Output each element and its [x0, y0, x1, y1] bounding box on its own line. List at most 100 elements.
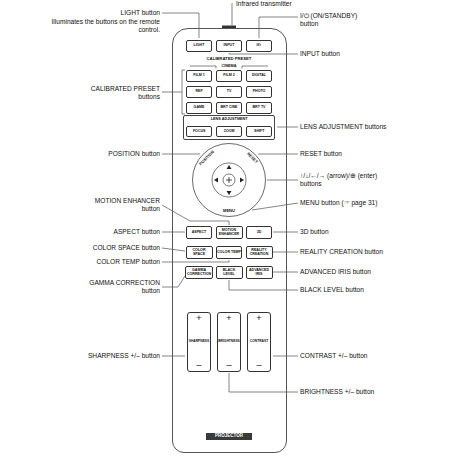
rocker-button: + BRIGHTNESS –: [217, 312, 242, 372]
button-label: –: [196, 361, 201, 370]
remote-button: SHIFT: [246, 126, 272, 137]
leader-line: [162, 154, 200, 155]
callout-label: LIGHT button: [10, 9, 160, 17]
button-label: REALITY CREATION: [247, 249, 272, 257]
button-label: GAMMA CORRECTION: [186, 269, 211, 277]
callout-label: COLOR SPACE button: [10, 244, 160, 252]
remote-button: ASPECT: [186, 226, 212, 239]
leader-line: [267, 180, 298, 181]
button-label: BRT TV: [253, 106, 266, 110]
callout-label: COLOR TEMP button: [10, 258, 160, 266]
button-label: TV: [227, 90, 232, 94]
lens-button-frame: LENS ADJUSTMENT FOCUS ZOOM SHIFT: [183, 115, 275, 140]
remote-button: DIGITAL: [246, 70, 272, 82]
remote-button: INPUT: [216, 40, 242, 52]
callout-label: MOTION ENHANCER button: [80, 197, 160, 213]
button-label: BRIGHTNESS: [218, 340, 240, 344]
printed-label: CALIBRATED PRESET: [184, 57, 274, 62]
button-label: SHARPNESS: [189, 340, 210, 344]
button-label: GAME: [194, 106, 205, 110]
button-label: FOCUS: [193, 130, 206, 134]
callout-label: 3D button: [300, 228, 420, 236]
remote-button: FILM 1: [186, 70, 212, 82]
remote-button: I/⏻: [246, 40, 272, 52]
leader-line: [162, 13, 199, 38]
button-label: +: [256, 314, 261, 323]
arrow-symbol: [214, 178, 218, 183]
enter-button: [223, 174, 235, 186]
callout-label: MENU button (☞ page 31): [300, 199, 420, 207]
callout-label: I/⏻ (ON/STANDBY) button: [300, 12, 372, 28]
remote-button: TV: [216, 86, 242, 98]
remote-body: CALIBRATED PRESET CINEMA PROJECTOR LIGHT INP…: [172, 28, 287, 453]
callout-label: BLACK LEVEL button: [300, 286, 420, 294]
callout-label: CONTRAST +/– button: [300, 352, 420, 360]
leader-line: [273, 252, 298, 253]
printed-label: MENU: [214, 209, 244, 213]
leader-line: [252, 203, 298, 210]
remote-button: ADVANCED IRIS: [246, 266, 273, 279]
callout-label: LENS ADJUSTMENT buttons: [300, 123, 420, 131]
button-label: –: [256, 361, 261, 370]
leader-line: [162, 356, 185, 357]
button-label: BRT CINE: [221, 106, 238, 110]
button-label: +: [196, 314, 201, 323]
button-label: SHIFT: [254, 130, 264, 134]
button-label: ADVANCED IRIS: [247, 269, 272, 277]
button-label: FILM 2: [223, 74, 234, 78]
callout-label: RESET button: [300, 150, 420, 158]
navigation-ring: POSITIONRESETMENU: [192, 143, 266, 217]
button-label: PHOTO: [253, 90, 266, 94]
ring-outline: [192, 143, 266, 217]
arrow-symbol: [240, 178, 244, 183]
remote-button: COLOR TEMP: [216, 246, 243, 259]
button-label: FILM 1: [193, 74, 204, 78]
callout-label: SHARPNESS +/– button: [10, 352, 160, 360]
leader-line: [273, 272, 298, 273]
button-label: +: [226, 314, 231, 323]
enter-symbol: [226, 177, 232, 183]
printed-label: PROJECTOR: [206, 433, 252, 440]
arrow-symbol: [227, 165, 232, 169]
remote-button: 3D: [246, 226, 272, 239]
remote-button: GAME: [186, 102, 212, 114]
arrow-symbol: [227, 191, 232, 195]
remote-button: LIGHT: [186, 40, 212, 52]
cinema-bracket: [190, 66, 216, 69]
leader-line: [232, 3, 233, 25]
printed-label: CINEMA: [209, 64, 249, 68]
button-label: DIGITAL: [252, 74, 266, 78]
leader-line: [162, 276, 185, 287]
button-label: ZOOM: [224, 130, 235, 134]
button-label: COLOR TEMP: [217, 251, 241, 255]
leader-line: [229, 53, 298, 54]
remote-button: PHOTO: [246, 86, 272, 98]
button-label: 3D: [257, 231, 262, 235]
cinema-bracket: [242, 66, 268, 69]
callout-label: ↑/↓/←/→ (arrow)/⊕ (enter) buttons: [300, 172, 395, 188]
rocker-button: + SHARPNESS –: [187, 312, 211, 372]
remote-button: FILM 2: [216, 70, 242, 82]
remote-button: FOCUS: [186, 126, 212, 137]
remote-button: BRT TV: [246, 102, 272, 114]
arrow-pad: [212, 163, 246, 197]
callout-label: CALIBRATED PRESET buttons: [70, 85, 160, 101]
remote-button: COLOR SPACE: [186, 246, 213, 259]
remote-button: REALITY CREATION: [246, 246, 273, 259]
remote-button: GAMMA CORRECTION: [185, 266, 212, 279]
callout-label: GAMMA CORRECTION button: [80, 279, 160, 295]
callout-label: REALITY CREATION button: [300, 248, 420, 256]
callout-label: ADVANCED IRIS button: [300, 268, 420, 276]
button-label: REF: [195, 90, 202, 94]
leader-line: [162, 248, 185, 251]
button-label: ASPECT: [192, 231, 207, 235]
printed-label: LENS ADJUSTMENT: [186, 117, 272, 121]
remote-button: BLACK LEVEL: [216, 266, 243, 279]
button-label: –: [226, 361, 231, 370]
button-label: MOTION ENHANCER: [217, 229, 242, 237]
leader-line: [162, 232, 185, 233]
callout-label: Illuminates the buttons on the remote co…: [40, 18, 160, 34]
leader-line: [273, 232, 298, 233]
button-label: CONTRAST: [250, 340, 268, 344]
callout-label: POSITION button: [10, 150, 160, 158]
